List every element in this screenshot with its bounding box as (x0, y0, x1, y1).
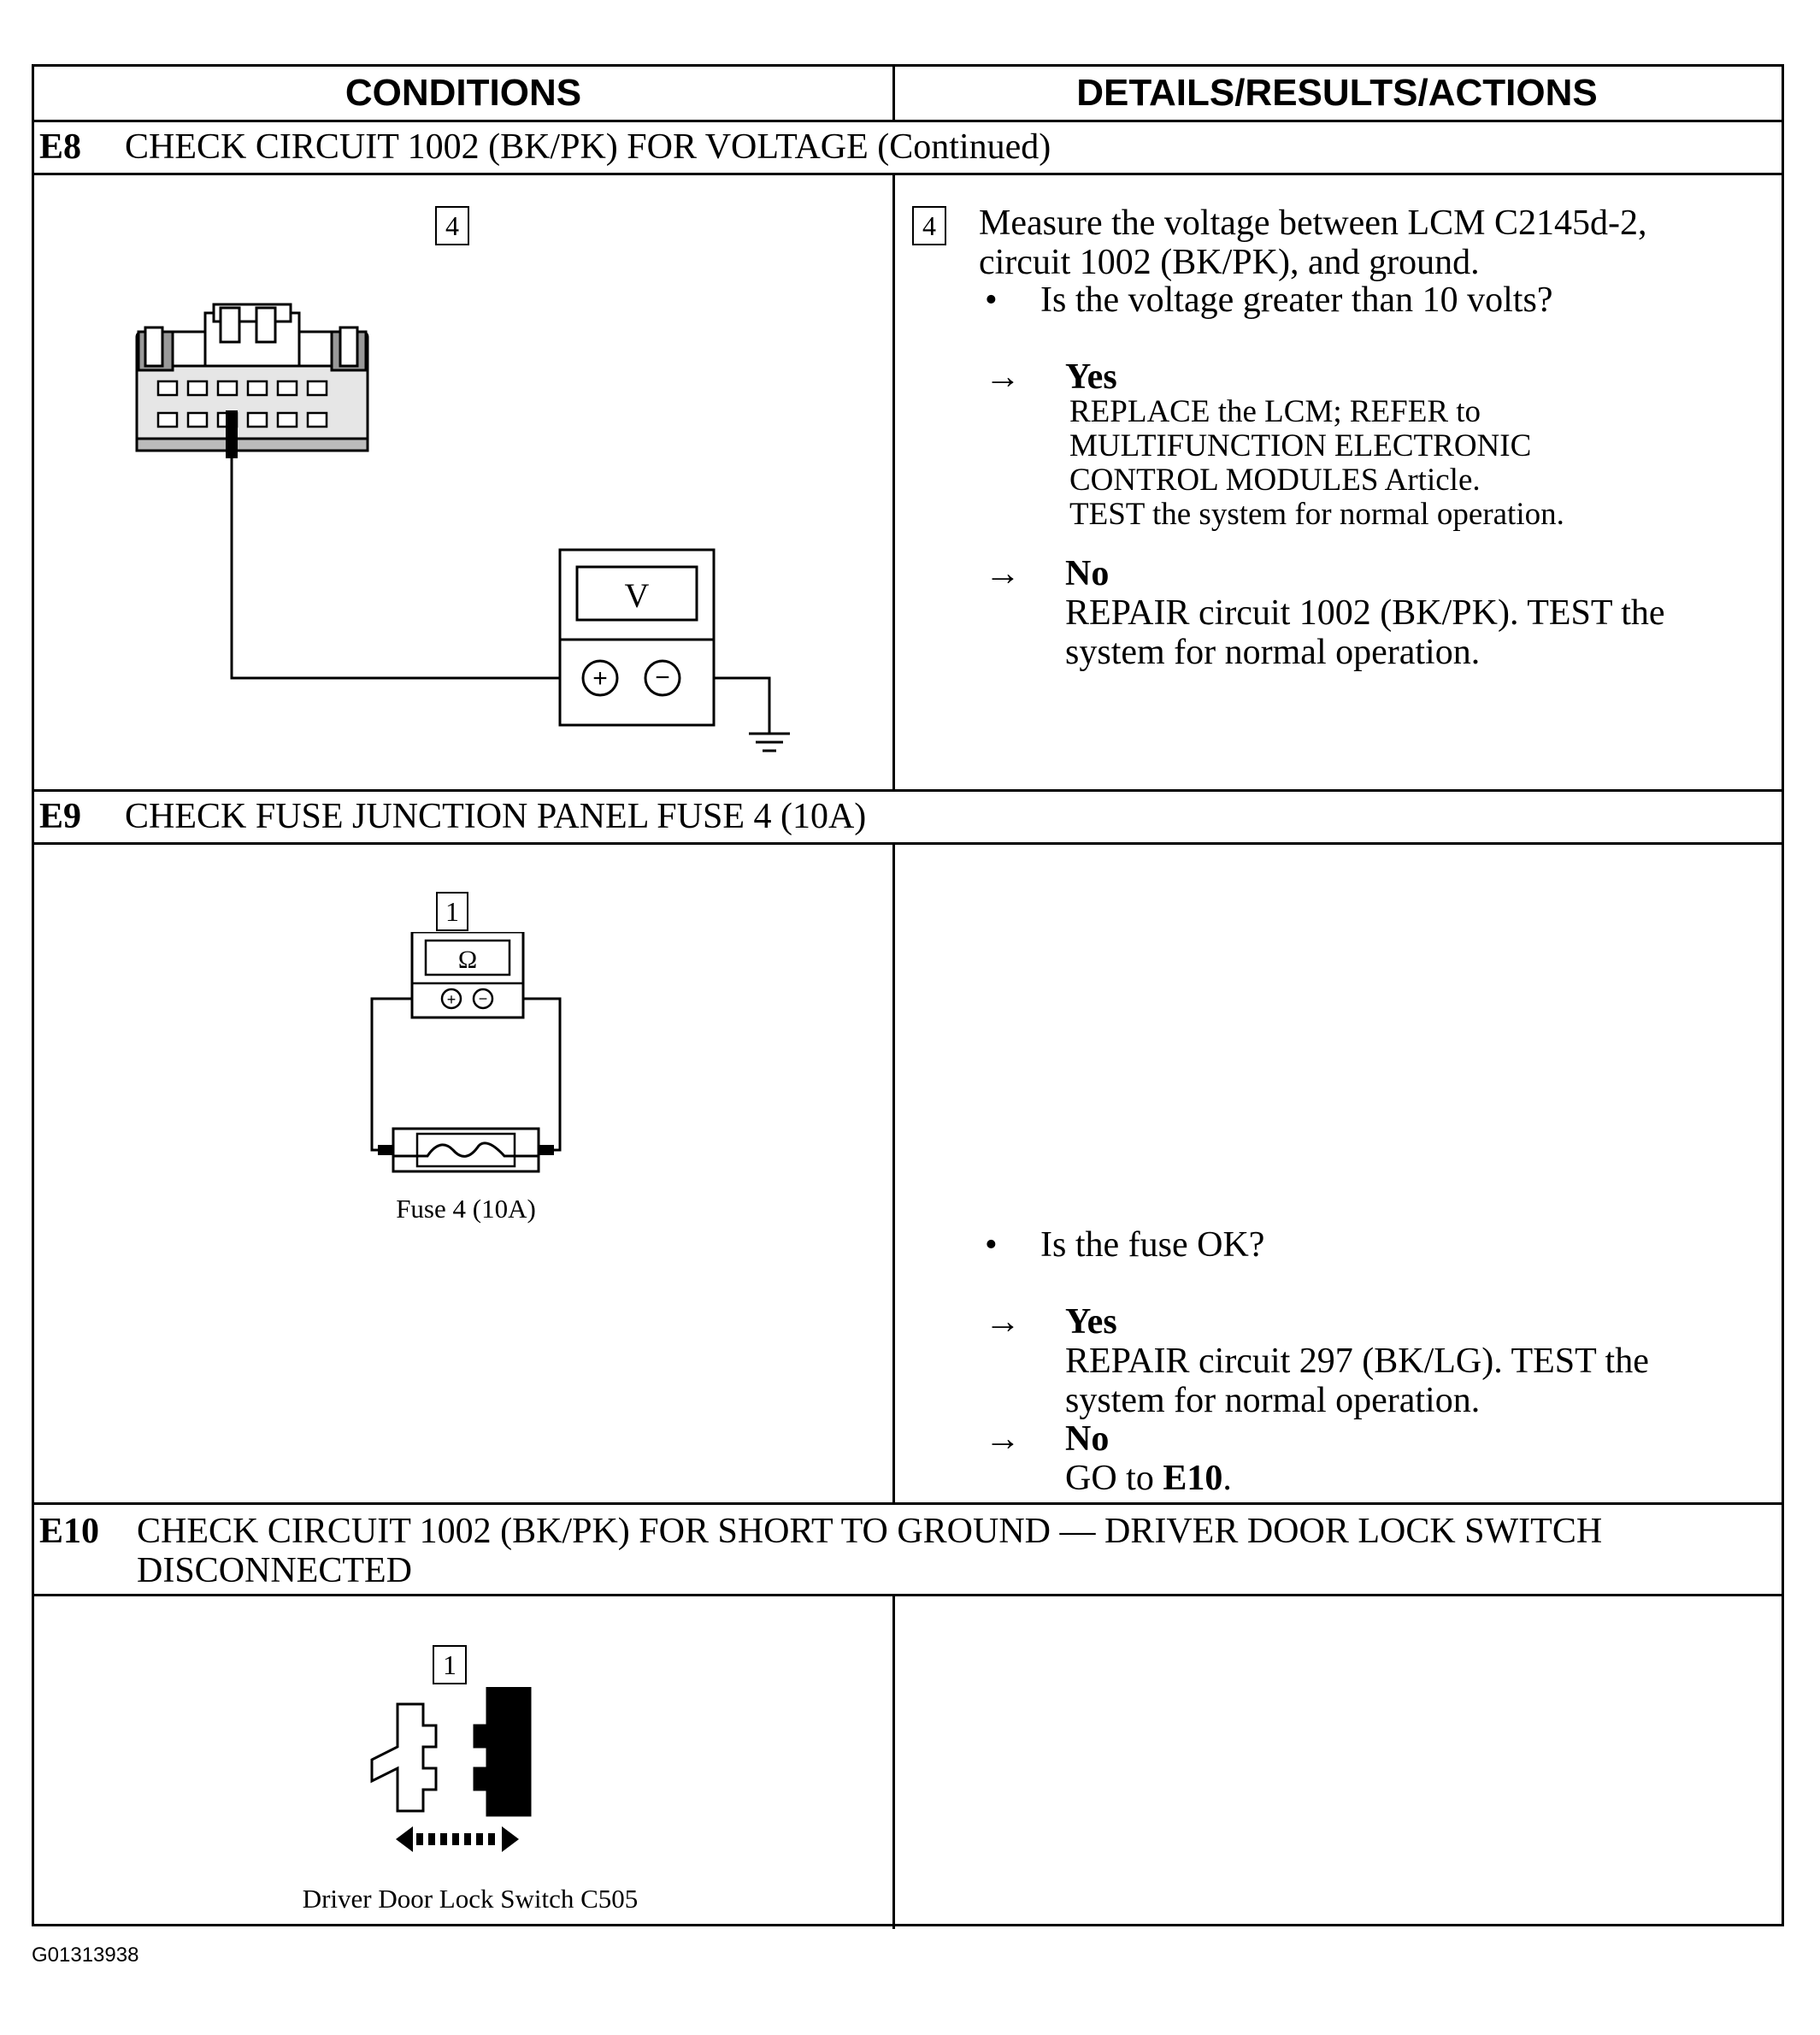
step-header-e9: E9 CHECK FUSE JUNCTION PANEL FUSE 4 (10A… (34, 791, 1782, 842)
goto-step-link: E10 (1163, 1459, 1223, 1498)
figure-id: G01313938 (32, 1944, 139, 1967)
yes-action: REPLACE the LCM; REFER to MULTIFUNCTION … (1069, 394, 1564, 532)
rule (34, 789, 1782, 792)
no-action: GO to E10. (1065, 1459, 1232, 1498)
column-divider (892, 842, 895, 1502)
no-action: REPAIR circuit 1002 (BK/PK). TEST the sy… (1065, 593, 1665, 672)
figure-number-box: 1 (433, 1645, 467, 1684)
column-divider (892, 173, 895, 789)
voltmeter-connector-diagram: V + − (135, 303, 790, 752)
yes-label: Yes (1065, 357, 1117, 397)
figure-number-box: 4 (435, 206, 469, 245)
rule (34, 842, 1782, 845)
step-header-e8: E8 CHECK CIRCUIT 1002 (BK/PK) FOR VOLTAG… (34, 121, 1782, 173)
column-header-conditions: CONDITIONS (345, 72, 582, 114)
ohmmeter-fuse-diagram: Ω + − (370, 932, 562, 1173)
svg-text:+: + (447, 991, 456, 1008)
yes-action: REPAIR circuit 297 (BK/LG). TEST the sys… (1065, 1342, 1649, 1420)
arrow-icon: → (985, 1419, 1021, 1459)
rule (34, 173, 1782, 175)
no-label: No (1065, 554, 1110, 593)
figure-number-box: 1 (436, 892, 468, 931)
connector-halves-icon (370, 1687, 532, 1817)
question-bullet: • (985, 280, 998, 320)
step-id: E8 (39, 127, 82, 167)
rule (34, 1502, 1782, 1505)
instruction-text: Measure the voltage between LCM C2145d-2… (979, 204, 1647, 282)
step-title: CHECK CIRCUIT 1002 (BK/PK) FOR VOLTAGE (… (125, 127, 1051, 167)
question-text: Is the voltage greater than 10 volts? (1040, 280, 1553, 320)
diagnostic-table: CONDITIONS DETAILS/RESULTS/ACTIONS E8 CH… (32, 64, 1784, 1929)
test-probe-icon (226, 410, 238, 458)
column-header-details: DETAILS/RESULTS/ACTIONS (1076, 72, 1598, 114)
arrow-icon: → (985, 554, 1021, 593)
step-number-box: 4 (912, 206, 946, 245)
step-title: CHECK CIRCUIT 1002 (BK/PK) FOR SHORT TO … (137, 1512, 1603, 1590)
svg-text:−: − (479, 990, 488, 1007)
question-text: Is the fuse OK? (1040, 1225, 1265, 1265)
ground-icon (749, 732, 790, 752)
step-header-e10: E10 CHECK CIRCUIT 1002 (BK/PK) FOR SHORT… (34, 1504, 1782, 1594)
door-lock-switch-connector-diagram (370, 1687, 532, 1852)
column-divider (892, 1594, 895, 1929)
meter-label: Ω (458, 946, 477, 974)
lcm-connector-icon (135, 303, 369, 452)
figure-caption: Fuse 4 (10A) (396, 1194, 536, 1224)
rule (34, 120, 1782, 122)
separate-arrow-icon (396, 1826, 519, 1852)
minus-terminal: − (655, 664, 670, 692)
yes-label: Yes (1065, 1302, 1117, 1342)
fuse-icon (392, 1127, 540, 1173)
question-bullet: • (985, 1225, 998, 1265)
rule (34, 1594, 1782, 1596)
step-id: E10 (39, 1512, 100, 1551)
arrow-icon: → (985, 357, 1021, 397)
arrow-icon: → (985, 1302, 1021, 1342)
meter-label: V (625, 576, 650, 615)
figure-caption: Driver Door Lock Switch C505 (302, 1884, 639, 1914)
no-label: No (1065, 1419, 1110, 1459)
step-id: E9 (39, 797, 82, 836)
plus-terminal: + (592, 664, 608, 693)
column-divider (892, 67, 895, 120)
step-title: CHECK FUSE JUNCTION PANEL FUSE 4 (10A) (125, 797, 867, 836)
